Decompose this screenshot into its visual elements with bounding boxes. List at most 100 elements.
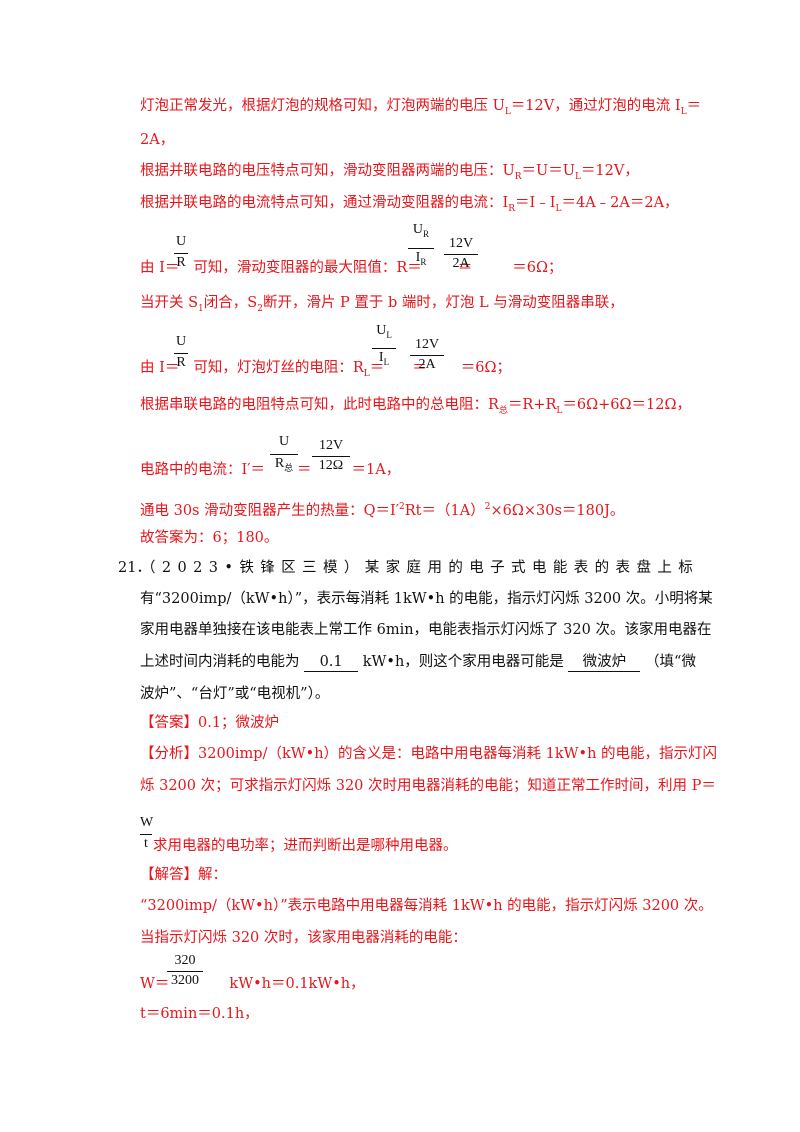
text: 3200imp/（kW•h）的含义是：电路中用电器每消耗 1kW•h 的电能，指…	[198, 746, 718, 762]
denominator: 2A	[418, 357, 436, 372]
subscript: 1	[198, 303, 204, 314]
solution-line-9: 电路中的电流：I′＝＝＝1A，	[140, 461, 400, 479]
text: W＝	[140, 976, 170, 992]
numerator: 12V	[414, 337, 440, 352]
subscript: 总	[284, 462, 294, 473]
fraction-ur-over-ir: UR IR	[408, 222, 434, 274]
subscript: R	[508, 203, 516, 214]
numerator: U	[175, 334, 187, 349]
solution-line-2: 2A，	[140, 132, 175, 148]
fraction-320-over-3200: 320 3200	[167, 953, 203, 993]
numerator: 12V	[448, 236, 474, 251]
subscript: L	[680, 106, 687, 117]
text: Rt＝（1A）	[404, 502, 485, 519]
subscript: L	[386, 329, 392, 340]
fraction-12v-over-2a-2: 12V 2A	[410, 337, 444, 377]
solution-detail-2: 当指示灯闪烁 320 次时，该家用电器消耗的电能：	[140, 930, 467, 946]
answer-label: 【答案】	[140, 715, 198, 731]
text: 根据并联电路的电流特点可知，通过滑动变阻器的电流：I	[140, 195, 509, 211]
text: ＝U＝U	[521, 163, 575, 179]
text: ＝1A，	[351, 462, 401, 478]
text: ＝12V，	[580, 163, 639, 179]
question-line-1: （2023•铁锋区三模）某家庭用的电子式电能表的表盘上标	[141, 560, 700, 576]
blank-answer-2: 微波炉	[568, 653, 641, 672]
text: 根据串联电路的电阻特点可知，此时电路中的总电阻：R	[140, 397, 499, 413]
analysis-line-1: 【分析】3200imp/（kW•h）的含义是：电路中用电器每消耗 1kW•h 的…	[140, 745, 717, 763]
numerator: U	[278, 434, 290, 449]
text: 断开，滑片 P 置于 b 端时，灯泡 L 与滑动变阻器串联，	[262, 295, 624, 311]
question-line-5: 波炉”、“台灯”或“电视机”）。	[140, 686, 330, 702]
text: 上述时间内消耗的电能为	[140, 654, 300, 670]
fraction-u-over-rtotal: U R总	[270, 434, 298, 478]
denominator: t	[144, 836, 148, 851]
text: 解：	[198, 867, 227, 883]
text: ＝6Ω+6Ω＝12Ω，	[562, 397, 692, 413]
text: 由 I＝	[140, 360, 180, 376]
solution-detail-3: W＝ kW•h＝0.1kW•h，	[140, 975, 365, 993]
text: kW•h＝0.1kW•h，	[229, 976, 365, 992]
fraction-u-over-r: U R	[174, 234, 188, 274]
subscript: 总	[498, 405, 508, 416]
solution-header: 【解答】解：	[140, 866, 227, 884]
subscript: R	[423, 228, 430, 239]
text: 由 I＝	[140, 260, 180, 276]
fraction-12v-over-2a: 12V 2A	[444, 236, 478, 276]
text: ＝12V，通过灯泡的电流 I	[510, 98, 681, 114]
text: ＝	[686, 98, 702, 114]
text: （填“微	[645, 654, 696, 670]
denominator: R	[274, 456, 285, 471]
numerator: U	[376, 323, 387, 338]
fraction-ul-over-il: UL IL	[372, 323, 396, 375]
question-line-2: 有“3200imp/（kW•h）”，表示每消耗 1kW•h 的电能，指示灯闪烁 …	[140, 591, 713, 607]
solution-line-3: 根据并联电路的电压特点可知，滑动变阻器两端的电压：UR＝U＝UL＝12V，	[140, 162, 639, 186]
question-line-4: 上述时间内消耗的电能为 0.1 kW•h，则这个家用电器可能是 微波炉 （填“微	[140, 653, 696, 672]
denominator: 2A	[452, 256, 470, 271]
question-line-3: 家用电器单独接在该电能表上常工作 6min，电能表指示灯闪烁了 320 次。该家…	[140, 622, 712, 638]
subscript: L	[504, 106, 511, 117]
solution-detail-1: “3200imp/（kW•h）”表示电路中用电器每消耗 1kW•h 的电能，指示…	[140, 898, 713, 914]
subscript: L	[555, 203, 562, 214]
blank-answer-1: 0.1	[304, 653, 359, 672]
denominator: R	[176, 255, 186, 270]
fraction-w-over-t: W t	[140, 815, 153, 855]
text: ＝	[369, 360, 385, 376]
superscript: 2	[399, 502, 405, 512]
numerator: 12V	[318, 438, 344, 453]
analysis-line-2: 烁 3200 次；可求指示灯闪烁 320 次时用电器消耗的电能；知道正常工作时间…	[140, 778, 716, 794]
denominator: I	[415, 250, 421, 265]
numerator: 320	[174, 953, 196, 968]
solution-line-5: 由 I＝可知，滑动变阻器的最大阻值：R＝＝＝6Ω；	[140, 259, 563, 277]
denominator: 3200	[171, 973, 199, 988]
subscript: R	[514, 171, 522, 182]
subscript: 2	[257, 303, 263, 314]
text: ＝6Ω；	[460, 360, 511, 376]
solution-line-8: 根据串联电路的电阻特点可知，此时电路中的总电阻：R总＝R+RL＝6Ω+6Ω＝12…	[140, 396, 691, 420]
text: ＝4A﹣2A＝2A，	[561, 195, 679, 211]
solution-line-7: 由 I＝可知，灯泡灯丝的电阻：RL＝＝＝6Ω；	[140, 359, 511, 383]
text: 闭合，S	[203, 295, 258, 311]
text: 当开关 S	[140, 295, 199, 311]
solution-line-10: 通电 30s 滑动变阻器产生的热量：Q＝I′2Rt＝（1A）2×6Ω×30s＝1…	[140, 498, 624, 520]
text: ×6Ω×30s＝180J。	[490, 502, 625, 519]
question-number: 21．	[118, 560, 151, 576]
numerator: U	[412, 222, 424, 237]
subscript: L	[363, 368, 370, 379]
text: 可知，滑动变阻器的最大阻值：R＝	[193, 260, 422, 276]
analysis-label: 【分析】	[140, 746, 198, 762]
text: kW•h，则这个家用电器可能是	[362, 654, 564, 670]
fraction-u-over-r-2: U R	[174, 334, 188, 374]
text: ＝I﹣I	[515, 195, 556, 211]
final-answer-line: 故答案为：6；180。	[140, 530, 279, 546]
text: 灯泡正常发光，根据灯泡的规格可知，灯泡两端的电压 U	[140, 98, 505, 114]
text: ＝	[457, 260, 473, 276]
analysis-line-3: 求用电器的电功率；进而判断出是哪种用电器。	[153, 838, 458, 854]
subscript: L	[556, 405, 563, 416]
solution-label: 【解答】	[140, 867, 198, 883]
solution-detail-4: t＝6min＝0.1h，	[140, 1006, 259, 1022]
denominator: 12Ω	[318, 458, 344, 473]
superscript: 2	[484, 502, 491, 512]
subscript: L	[383, 356, 390, 367]
fraction-12v-over-12ohm: 12V 12Ω	[312, 438, 350, 478]
subscript: R	[420, 256, 427, 267]
solution-line-6: 当开关 S1闭合，S2断开，滑片 P 置于 b 端时，灯泡 L 与滑动变阻器串联…	[140, 294, 624, 318]
